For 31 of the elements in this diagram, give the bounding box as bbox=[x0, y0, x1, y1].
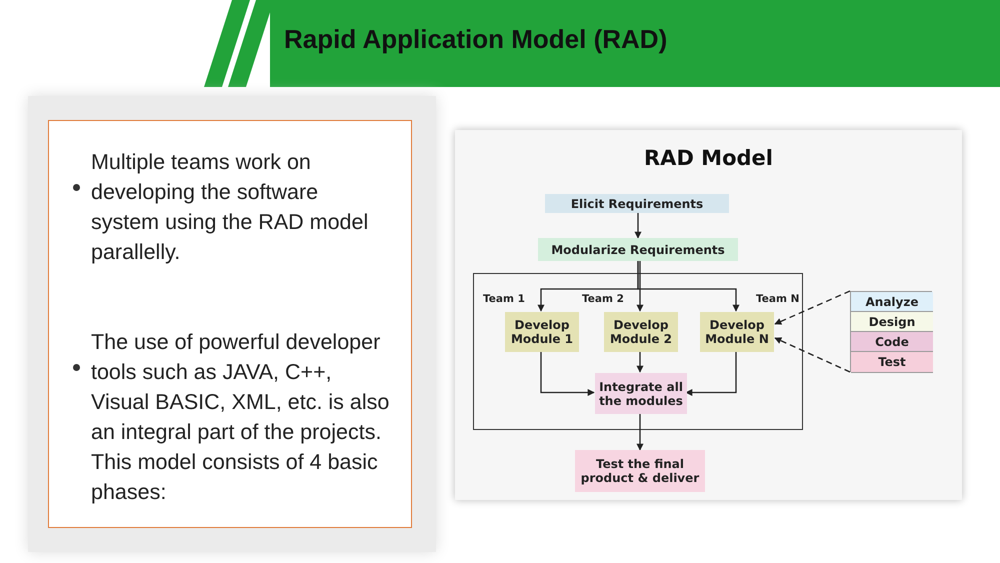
dashed-arrow bbox=[774, 337, 850, 373]
bullet-text: Multiple teams work on developing the software system using the RAD model parallelly. bbox=[91, 149, 370, 266]
process-box: Test the final product & deliver bbox=[575, 450, 705, 492]
arrow bbox=[636, 351, 644, 373]
group-frame bbox=[473, 273, 803, 430]
arrow bbox=[685, 351, 737, 396]
team-label: Team N bbox=[756, 293, 800, 305]
phase-stack bbox=[850, 291, 932, 372]
arrow bbox=[636, 413, 644, 451]
process-box: Modularize Requirements bbox=[538, 238, 738, 261]
arrow bbox=[637, 261, 740, 312]
dashed-arrow bbox=[774, 290, 850, 325]
arrow bbox=[634, 213, 642, 239]
team-label: Team 2 bbox=[582, 293, 624, 305]
process-box: Integrate all the modules bbox=[595, 373, 687, 414]
process-box: Develop Module 1 bbox=[505, 312, 579, 352]
process-box: Elicit Requirements bbox=[545, 194, 729, 213]
process-box: Code bbox=[851, 332, 933, 352]
arrow bbox=[636, 261, 644, 312]
process-box: Develop Module N bbox=[700, 312, 774, 352]
slide-title: Rapid Application Model (RAD) bbox=[284, 24, 668, 55]
text-panel bbox=[48, 120, 412, 528]
bullet-text: The use of powerful developer tools such as JAVA, C++, Visual BASIC, XML, etc. is also an integral part of the projects. This model consists of 4 basic phases: bbox=[91, 329, 390, 506]
process-box: Test bbox=[851, 352, 933, 373]
team-label: Team 1 bbox=[483, 293, 525, 305]
process-box: Analyze bbox=[851, 292, 933, 312]
arrow bbox=[540, 351, 595, 396]
diagram-heading: RAD Model bbox=[643, 146, 774, 170]
process-box: Develop Module 2 bbox=[604, 312, 678, 352]
diagram-card bbox=[455, 130, 962, 500]
process-box: Design bbox=[851, 312, 933, 332]
